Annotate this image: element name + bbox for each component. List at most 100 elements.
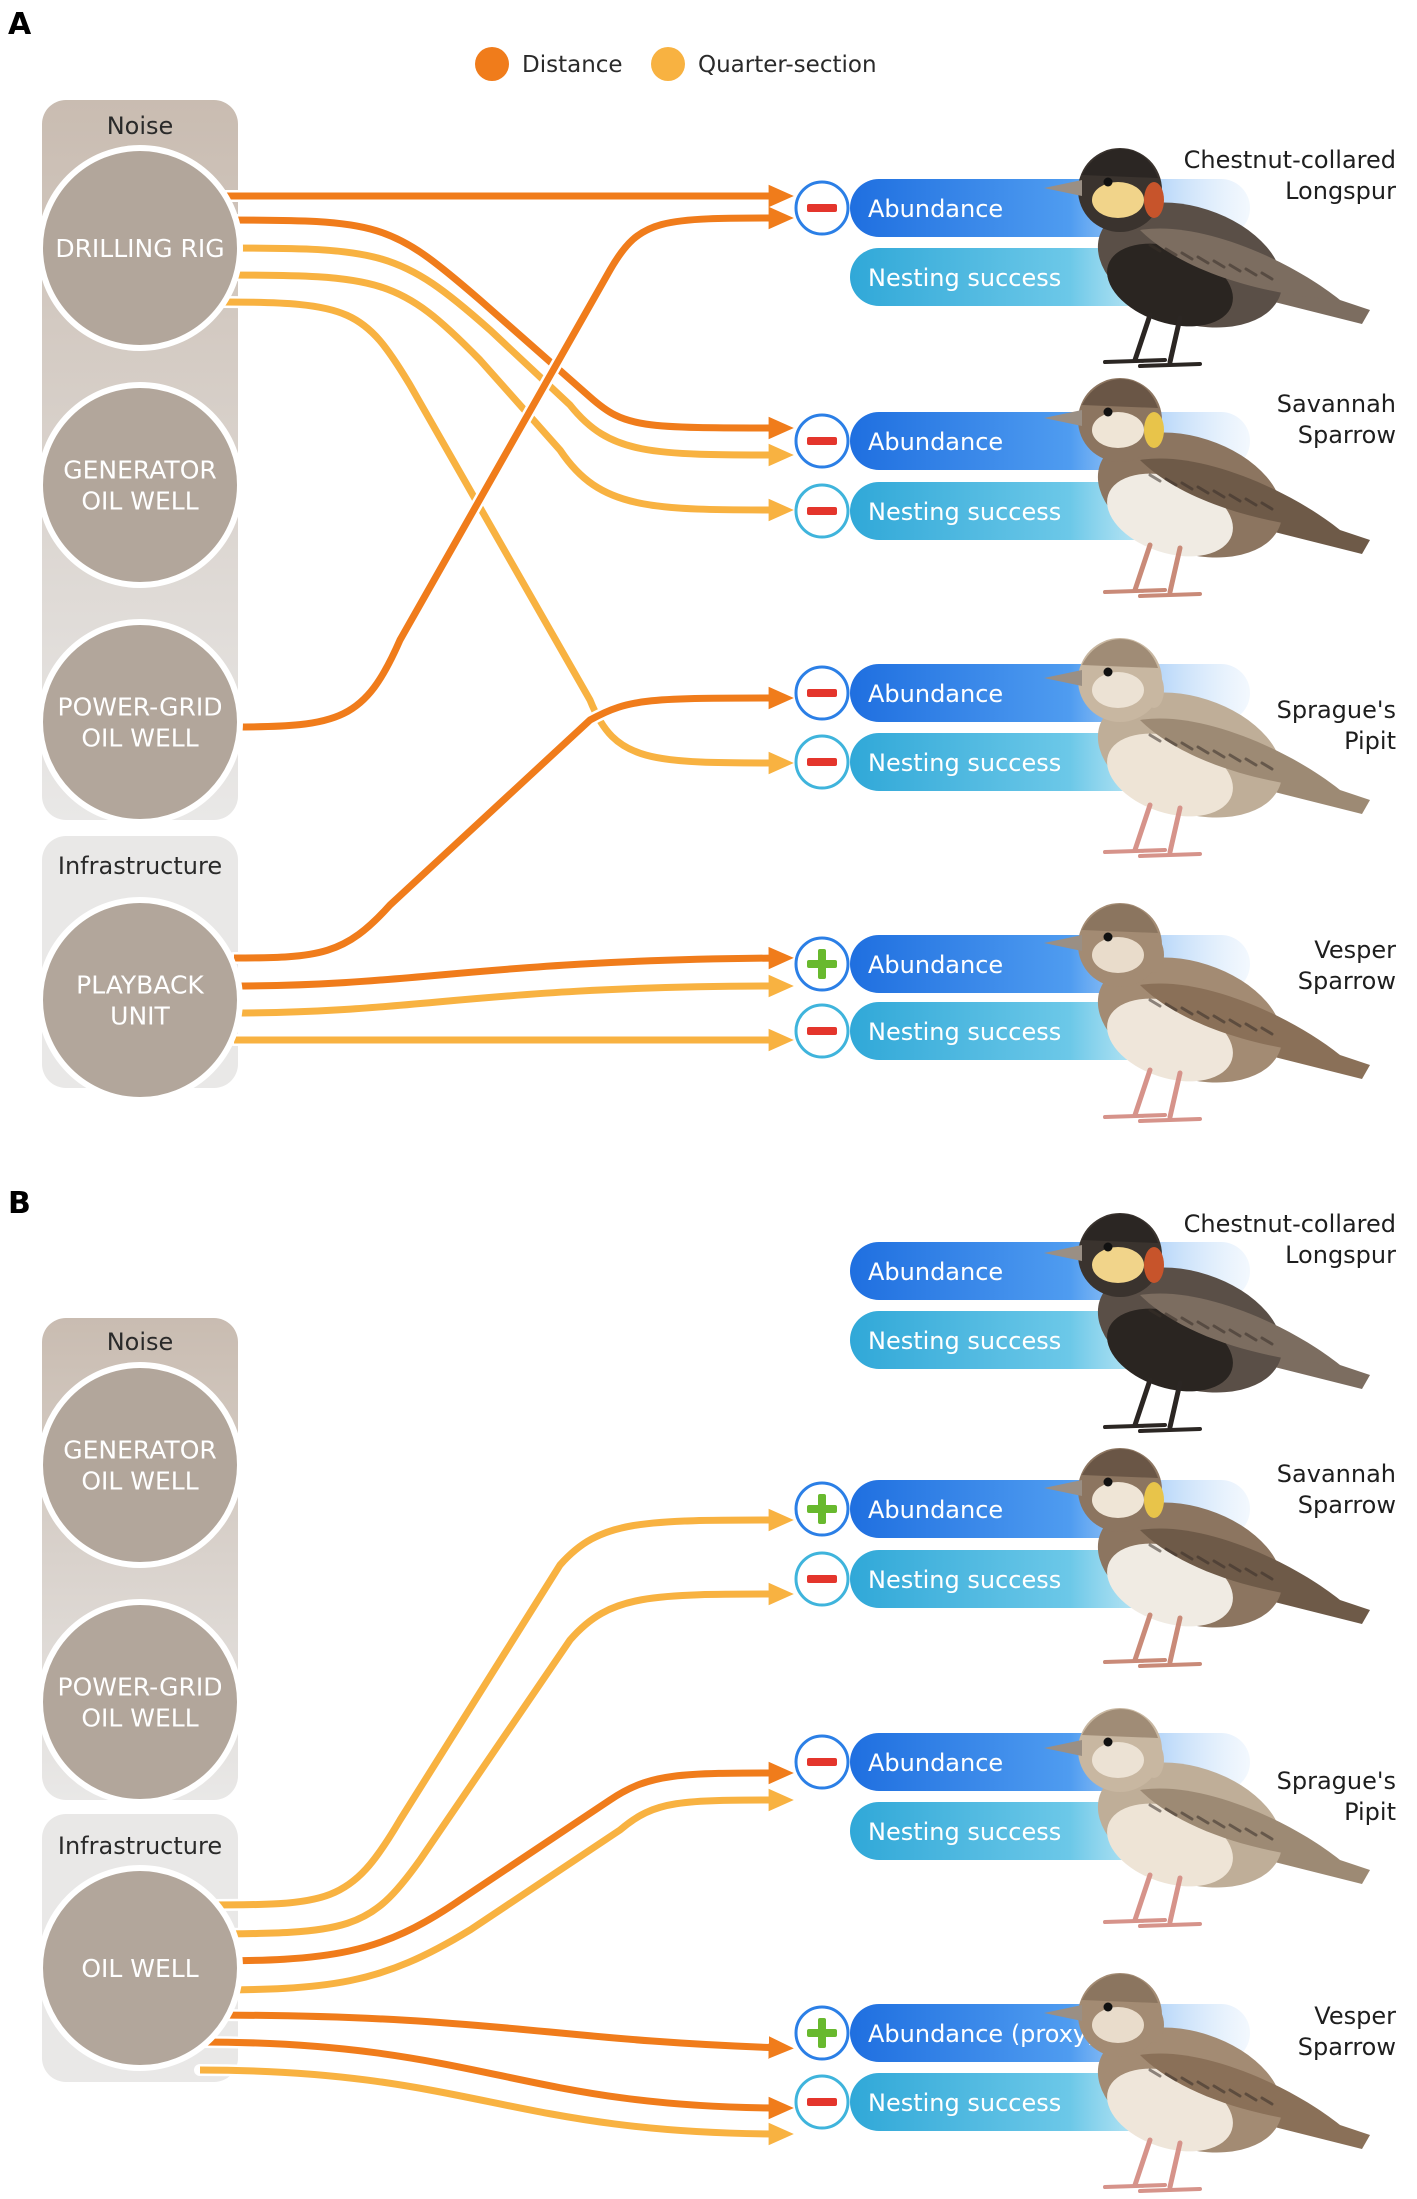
minus-sign-icon — [807, 2098, 837, 2106]
bird-longspur-streak — [1244, 267, 1258, 277]
bird-longspur-feet — [1103, 358, 1202, 368]
bird-vesper-wing — [1140, 2053, 1340, 2125]
panel-0-bird-2-outcome-1-label: Nesting success — [868, 749, 1061, 777]
quarter-section-link-arrow — [199, 2066, 794, 2146]
bird-vesper-streak — [1260, 1026, 1274, 1036]
panel-0-bird-0-outcome-0-label: Abundance — [868, 195, 1003, 223]
bird-vesper-streak — [1196, 1010, 1210, 1020]
bird-name: Sprague's — [1277, 1767, 1396, 1795]
bird-longspur-wing — [1140, 228, 1340, 300]
source-node: OIL WELL — [37, 1865, 243, 2071]
bird-pipit-illustration — [1044, 1708, 1370, 1928]
bird-savannah-nape — [1144, 1482, 1164, 1518]
bird-vesper-eye — [1103, 932, 1113, 942]
plus-sign-icon — [818, 2018, 826, 2048]
bird-savannah-legs — [1132, 1612, 1183, 1665]
minus-sign-icon — [807, 1027, 837, 1035]
source-label: OIL WELL — [81, 724, 198, 753]
minus-sign-icon — [807, 1758, 837, 1766]
bird-longspur-streak — [1164, 247, 1178, 257]
bird-longspur-face — [1092, 182, 1144, 218]
bird-pipit-streak — [1228, 753, 1242, 763]
source-label: DRILLING RIG — [55, 234, 224, 263]
bird-savannah-streak — [1196, 485, 1210, 495]
legend-quarter-section-label: Quarter-section — [698, 52, 877, 78]
bird-name: Longspur — [1285, 1241, 1396, 1269]
panel-0-bird-2-outcome-0-label: Abundance — [868, 680, 1003, 708]
bird-pipit-streak — [1228, 1823, 1242, 1833]
bird-longspur-eye — [1103, 1242, 1113, 1252]
source-label: POWER-GRID — [58, 1673, 223, 1702]
bird-longspur-beak — [1044, 180, 1082, 196]
legend-distance-swatch — [475, 47, 509, 81]
bird-vesper-streak — [1260, 2096, 1274, 2106]
links — [216, 184, 794, 1052]
bird-vesper-streak — [1196, 2080, 1210, 2090]
bird-longspur-feet — [1103, 1423, 1202, 1433]
bird-longspur-streak — [1196, 1320, 1210, 1330]
bird-name: Longspur — [1285, 177, 1396, 205]
bird-savannah-streak — [1196, 1555, 1210, 1565]
bird-savannah-cap — [1082, 1449, 1158, 1478]
bird-savannah-streak — [1180, 481, 1194, 491]
bird-savannah-streak — [1212, 489, 1226, 499]
distance-link-arrow — [233, 206, 794, 731]
minus-sign-icon — [807, 1575, 837, 1583]
bird-vesper-illustration — [1044, 903, 1370, 1123]
bird-savannah-streak — [1228, 1563, 1242, 1573]
bird-pipit-face — [1092, 672, 1144, 708]
bird-pipit-nape — [1144, 672, 1164, 708]
source-label: PLAYBACK — [76, 971, 204, 1000]
bird-savannah-streak — [1148, 473, 1162, 483]
bird-longspur-cap — [1082, 149, 1158, 178]
minus-sign-icon — [807, 204, 837, 212]
source-node: DRILLING RIG — [37, 145, 243, 351]
distance-link-arrow — [199, 2038, 794, 2120]
link-outline — [228, 692, 790, 964]
bird-vesper-legs — [1132, 1067, 1183, 1120]
bird-vesper-face — [1092, 2007, 1144, 2043]
source-label: OIL WELL — [81, 1704, 198, 1733]
bird-vesper-streak — [1148, 998, 1162, 1008]
bird-savannah-nape — [1144, 412, 1164, 448]
distance-link-arrow — [199, 2011, 794, 2059]
bird-vesper-nape — [1144, 2007, 1164, 2043]
bird-vesper-feet — [1103, 1113, 1202, 1123]
source-circle — [37, 382, 243, 588]
bird-longspur-streak — [1228, 263, 1242, 273]
bird-pipit-legs — [1132, 802, 1183, 855]
minus-sign-icon — [807, 507, 837, 515]
panel-0-bird-1-outcome-1-label: Nesting success — [868, 498, 1061, 526]
bird-longspur-legs — [1132, 312, 1183, 365]
bird-name: Sparrow — [1298, 421, 1396, 449]
bird-savannah-eye — [1103, 407, 1113, 417]
bird-pipit-streak — [1244, 757, 1258, 767]
bird-name: Chestnut-collared — [1184, 146, 1396, 174]
bird-pipit-nape — [1144, 1742, 1164, 1778]
source-circle — [37, 619, 243, 825]
bird-longspur-beak — [1044, 1245, 1082, 1261]
bird-vesper-feet — [1103, 2183, 1202, 2193]
bird-savannah-face — [1092, 412, 1144, 448]
quarter-section-link-arrow — [221, 244, 794, 467]
panel-0-bird-1-outcome-0-label: Abundance — [868, 428, 1003, 456]
bird-pipit-streak — [1164, 737, 1178, 747]
bird-vesper-streak — [1244, 1022, 1258, 1032]
bird-vesper-streak — [1212, 2084, 1226, 2094]
panel-0-bird-3-outcome-1-label: Nesting success — [868, 1018, 1061, 1046]
minus-sign-icon — [807, 437, 837, 445]
bird-savannah-streak — [1244, 497, 1258, 507]
bird-vesper-face — [1092, 937, 1144, 973]
bird-pipit-streak — [1180, 741, 1194, 751]
bird-pipit-streak — [1260, 1831, 1274, 1841]
bird-savannah-streak — [1164, 1547, 1178, 1557]
bird-pipit-beak — [1044, 1740, 1082, 1756]
bird-vesper-streak — [1212, 1014, 1226, 1024]
